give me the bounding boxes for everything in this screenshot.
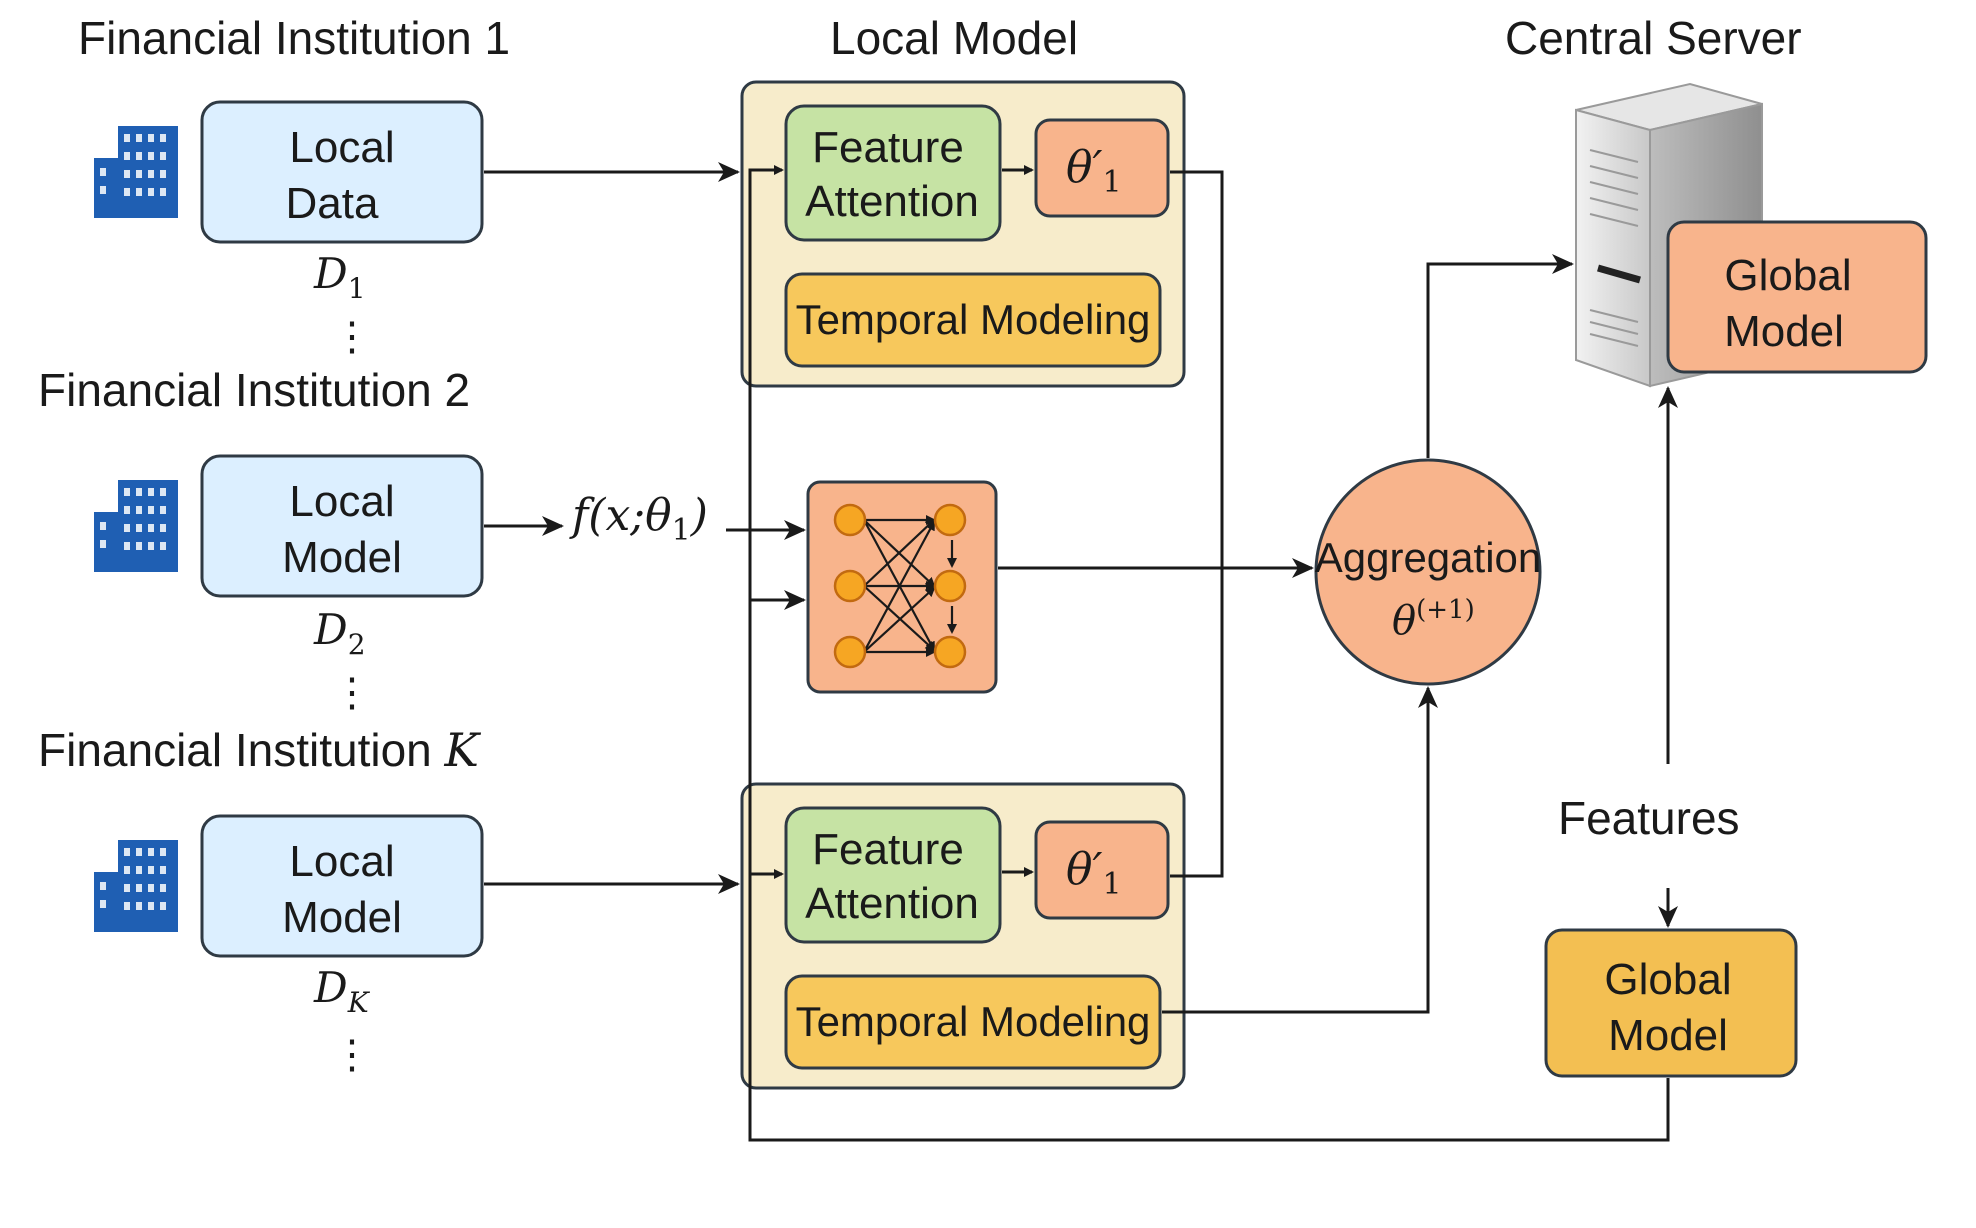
building-icon: [94, 480, 178, 572]
aggregation-node: [1314, 458, 1542, 686]
feature-attention-box-top: [784, 104, 1002, 242]
feature-attention-box-bottom: [784, 806, 1002, 944]
param-box-top: [1034, 118, 1170, 218]
local-data-label-line1: Local: [289, 123, 394, 172]
local-model-box-2: [200, 454, 484, 598]
function-label: f(x;θ1): [569, 490, 708, 548]
feature-attention-label-top-line1: Feature: [812, 123, 964, 172]
global-model-bottom-line2: Model: [1608, 1011, 1728, 1060]
ellipsis-k: ⋮: [332, 1033, 372, 1077]
local-model-label-2-line1: Local: [289, 477, 394, 526]
local-model-box-k: [200, 814, 484, 958]
temporal-modeling-label-top: Temporal Modeling: [796, 296, 1151, 343]
feature-attention-label-top-line2: Attention: [805, 177, 979, 226]
global-model-box-top: [1666, 220, 1928, 374]
local-data-box-1: [200, 100, 484, 244]
ellipsis-1: ⋮: [332, 315, 372, 359]
feature-attention-label-bottom-line2: Attention: [805, 879, 979, 928]
aggregation-theta: θ(+1): [1392, 595, 1475, 644]
connector-lines: [484, 162, 1678, 1142]
global-model-top-line1: Global: [1724, 251, 1851, 300]
global-model-top-line2: Model: [1724, 307, 1844, 356]
aggregation-label: Aggregation: [1315, 534, 1542, 581]
local-model-label-k-line1: Local: [289, 837, 394, 886]
building-icon: [94, 840, 178, 932]
local-data-label-line2: Data: [286, 179, 379, 228]
features-label: Features: [1558, 792, 1740, 844]
central-server-title: Central Server: [1505, 12, 1802, 64]
param-label-bottom: θ′1: [1066, 844, 1122, 902]
param-box-bottom: [1034, 820, 1170, 920]
param-label-top: θ′1: [1066, 142, 1122, 200]
feature-attention-label-bottom-line1: Feature: [812, 825, 964, 874]
local-model-label-2-line2: Model: [282, 533, 402, 582]
dataset-label-k: DK: [313, 963, 371, 1019]
global-model-box-bottom: [1544, 928, 1798, 1078]
global-model-bottom-line1: Global: [1604, 955, 1731, 1004]
building-icon: [94, 126, 178, 218]
institution-k-title: Financial Institution K: [38, 723, 482, 777]
temporal-modeling-label-bottom: Temporal Modeling: [796, 998, 1151, 1045]
temporal-modeling-box-bottom: [784, 974, 1162, 1070]
institution-2-title: Financial Institution 2: [38, 364, 470, 416]
local-model-title: Local Model: [830, 12, 1078, 64]
dataset-label-2: D2: [313, 605, 366, 661]
institution-1-title: Financial Institution 1: [78, 12, 510, 64]
temporal-modeling-box-top: [784, 272, 1162, 368]
ellipsis-2: ⋮: [332, 671, 372, 715]
local-model-label-k-line2: Model: [282, 893, 402, 942]
neural-network-icon: [833, 503, 967, 669]
dataset-label-1: D1: [313, 249, 366, 305]
